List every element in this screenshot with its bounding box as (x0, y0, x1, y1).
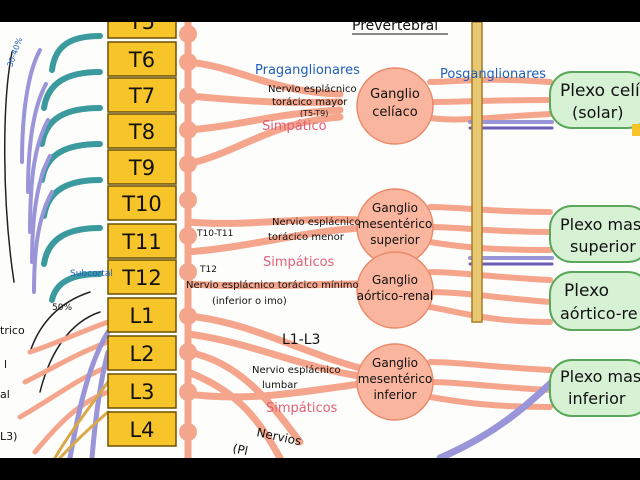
simpaticos-label-3: Simpáticos (266, 401, 338, 416)
vertebra-l1[interactable]: L1 (107, 297, 177, 333)
subcortal-label: Subcortal (70, 269, 113, 279)
plexus-mi-line2: inferior (568, 389, 626, 408)
nerve-mayor-line3: (T5-T9) (300, 109, 328, 118)
plexus-ms-line2: superior (570, 237, 636, 256)
left-spinal-arcs (4, 33, 103, 393)
ganglia: Ganglio celíaco Ganglio mesentérico supe… (356, 67, 434, 421)
vertebra-t11[interactable]: T11 (107, 223, 177, 259)
ganglion-ms-line2: mesentérico (358, 217, 433, 231)
vertebra-label: T10 (121, 192, 162, 216)
prevertebral-heading: Prevertebral (352, 22, 438, 34)
vertebra-label: T11 (121, 230, 162, 254)
ganglion-celiac[interactable]: Ganglio celíaco (356, 67, 434, 145)
vertebra-label: T5 (128, 22, 155, 34)
ganglion-ar-line1: Ganglio (372, 273, 418, 287)
vertebra-label: L2 (129, 342, 154, 366)
plexus-ar-line2: aórtico-re (560, 304, 638, 323)
aorta-bar (471, 22, 483, 323)
nerve-mayor-line2: torácico mayor (272, 96, 348, 108)
nerve-menor-line1: Nervio esplácnico (272, 216, 361, 228)
nerve-lumbar-line2: lumbar (262, 380, 298, 391)
vertebra-l4[interactable]: L4 (107, 411, 177, 447)
vertebra-t7[interactable]: T7 (107, 77, 177, 113)
vertebra-t12[interactable]: T12 (107, 259, 177, 295)
t12-label: T12 (199, 265, 217, 275)
pct-30-40-label: 30-40% (5, 36, 24, 68)
nerve-minimo-line2: (inferior o imo) (212, 296, 287, 307)
vertebra-label: L4 (129, 418, 154, 442)
ganglion-mesenteric-superior[interactable]: Ganglio mesentérico superior (356, 188, 434, 266)
vertebra-t5[interactable]: T5 (107, 22, 177, 39)
vertebra-label: T12 (121, 266, 162, 290)
left-lumbar-arcs (17, 319, 111, 458)
vertebra-label: T6 (128, 48, 155, 72)
preganglionares-label: Praganglionares (255, 63, 360, 78)
ganglion-mi-line3: inferior (373, 388, 416, 402)
vertebra-label: T9 (128, 156, 155, 180)
vertebra-l2[interactable]: L2 (107, 335, 177, 371)
plexus-mesenteric-superior[interactable]: Plexo mase superior (549, 205, 640, 263)
pl-label: (Pl (231, 441, 249, 458)
nerve-lumbar-line1: Nervio esplácnico (252, 364, 341, 376)
plexus-celiac-line1: Plexo celí (560, 81, 640, 101)
nervios-label: Nervios (255, 425, 302, 448)
left-fragment-1: trico (0, 324, 25, 337)
vessel-strips (436, 120, 556, 458)
ganglion-celiac-line2: celíaco (372, 105, 417, 120)
vertebra-label: L1 (129, 304, 154, 328)
vertebra-label: T8 (128, 120, 155, 144)
plexus-mesenteric-inferior[interactable]: Plexo mase inferior (549, 359, 640, 417)
vertebra-t10[interactable]: T10 (107, 185, 177, 221)
nerve-mayor-line1: Nervio esplácnico (268, 83, 357, 95)
posganglionares-label: Posganglionares (440, 67, 546, 82)
vertebra-t8[interactable]: T8 (107, 113, 177, 149)
nerve-minimo-line1: Nervio esplácnico torácico mínimo (186, 279, 359, 291)
vertebra-t6[interactable]: T6 (107, 41, 177, 77)
ganglion-ar-line2: aórtico-renal (357, 289, 434, 303)
plexus-celiac-line2: (solar) (572, 103, 623, 122)
preganglionic-nerves (184, 58, 364, 458)
plexus-aortic-renal[interactable]: Plexo aórtico-re (549, 271, 640, 331)
ganglion-mi-line1: Ganglio (372, 356, 418, 370)
ganglion-aortic-renal[interactable]: Ganglio aórtico-renal (356, 251, 434, 329)
ganglion-mi-line2: mesentérico (358, 372, 433, 386)
simpatico-label-1: Simpático (262, 119, 327, 134)
vertebra-t9[interactable]: T9 (107, 149, 177, 185)
plexus-mi-line1: Plexo mase (560, 367, 640, 386)
nerve-menor-line2: torácico menor (268, 231, 345, 243)
ganglion-celiac-line1: Ganglio (370, 87, 420, 102)
vertebra-label: L3 (129, 380, 154, 404)
plexus-ms-line1: Plexo mase (560, 215, 640, 234)
left-fragment-2: l (4, 358, 7, 371)
pct-50-label: 50% (52, 303, 72, 313)
l1-l3-label: L1-L3 (282, 332, 320, 348)
plexus-boxes: Plexo celí (solar) Plexo mase superior P… (549, 71, 640, 417)
vertebra-label: T7 (128, 84, 155, 108)
vertebra-l3[interactable]: L3 (107, 373, 177, 409)
plexus-celiac[interactable]: Plexo celí (solar) (549, 71, 640, 136)
left-fragment-4: L3) (0, 430, 17, 443)
left-fragment-3: al (0, 388, 10, 401)
ganglion-ms-line3: superior (370, 233, 419, 247)
ganglion-ms-line1: Ganglio (372, 201, 418, 215)
plexus-ar-line1: Plexo (564, 281, 609, 301)
t10-t11-label: T10-T11 (196, 229, 233, 239)
simpaticos-label-2: Simpáticos (263, 255, 335, 270)
ganglion-mesenteric-inferior[interactable]: Ganglio mesentérico inferior (356, 343, 434, 421)
